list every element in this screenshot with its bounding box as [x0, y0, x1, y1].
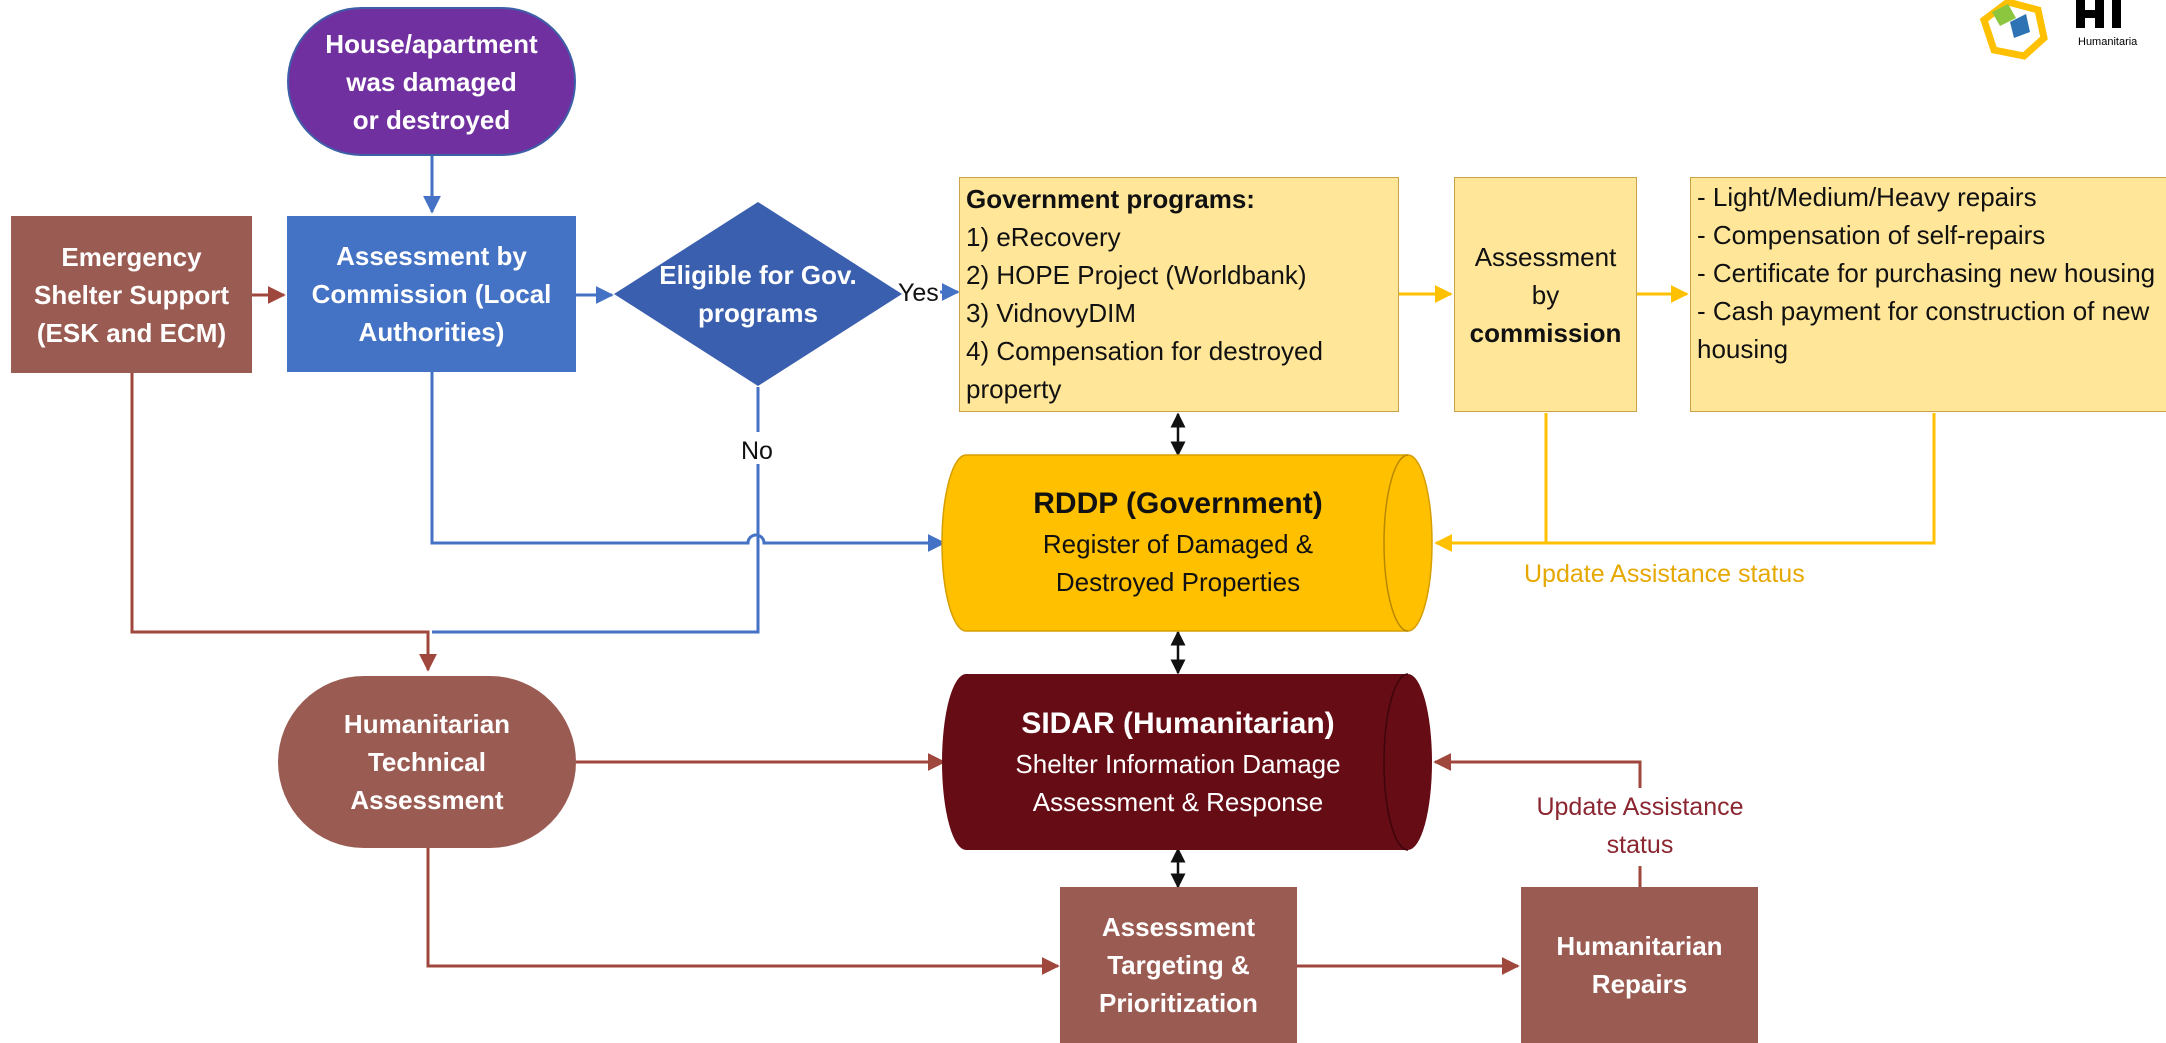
- logo-caption: Humanitaria: [2078, 36, 2138, 48]
- rddp-cylinder: [941, 454, 1433, 632]
- start-node-label: House/apartment was damaged or destroyed: [325, 28, 538, 135]
- gov-program-item: 4) Compensation for destroyed property: [966, 336, 1323, 404]
- no-label: No: [741, 437, 773, 465]
- update-gov-label: Update Assistance status: [1524, 560, 1805, 588]
- eligible-diamond: [614, 202, 902, 386]
- sidar-text: SIDAR (Humanitarian) Shelter Information…: [960, 692, 1396, 832]
- gov-program-item: 3) VidnovyDIM: [966, 298, 1137, 328]
- assessment-commission-line3: commission: [1469, 317, 1622, 348]
- edge-repairs-update: [1435, 762, 1642, 887]
- outcome-item: - Compensation of self-repairs: [1697, 220, 2046, 250]
- eligible-label: Eligible for Gov. programs: [659, 260, 857, 328]
- assessment-commission-line2: by: [1531, 279, 1560, 310]
- sidar-subtitle: Shelter Information Damage Assessment & …: [1015, 749, 1341, 817]
- hexagon-logo-icon: [1979, 0, 2048, 60]
- update-hum-label: Update Assistance status: [1536, 793, 1744, 859]
- rddp-text: RDDP (Government) Register of Damaged & …: [960, 472, 1396, 612]
- eligible-label-wrap: Eligible for Gov. programs: [644, 256, 872, 332]
- atp-box-label: Assessment Targeting & Prioritization: [1099, 912, 1258, 1018]
- gov-program-item: 1) eRecovery: [966, 222, 1121, 252]
- yes-label: Yes: [898, 279, 939, 307]
- atp-box: Assessment Targeting & Prioritization: [1060, 887, 1297, 1043]
- gov-program-item: 2) HOPE Project (Worldbank): [966, 260, 1307, 290]
- outcomes-box: - Light/Medium/Heavy repairs - Compensat…: [1690, 177, 2166, 412]
- assessment-commission-box: Assessment by commission: [1454, 177, 1637, 412]
- gov-programs-box: Government programs: 1) eRecovery 2) HOP…: [959, 177, 1399, 412]
- hta-node-label: Humanitarian Technical Assessment: [343, 709, 511, 815]
- repairs-box-label: Humanitarian Repairs: [1556, 931, 1723, 999]
- logo-letters-icon: [2076, 0, 2121, 28]
- hta-node: Humanitarian Technical Assessment: [278, 676, 576, 848]
- edge-ess-to-hta: [130, 373, 437, 672]
- assessment-commission-line1: Assessment: [1474, 241, 1617, 272]
- commission-box-label: Assessment by Commission (Local Authorit…: [311, 241, 552, 347]
- ess-box: Emergency Shelter Support (ESK and ECM): [11, 216, 252, 373]
- edge-hta-to-atp: [426, 848, 1060, 975]
- outcome-item: - Light/Medium/Heavy repairs: [1697, 182, 2037, 212]
- edge-commission-to-rddp: [430, 372, 946, 552]
- logo: Humanitaria: [1964, 0, 2166, 62]
- rddp-subtitle: Register of Damaged & Destroyed Properti…: [1042, 529, 1314, 597]
- rddp-title: RDDP (Government): [1033, 487, 1323, 520]
- sidar-cylinder: [942, 673, 1432, 851]
- ess-box-label: Emergency Shelter Support (ESK and ECM): [33, 241, 229, 348]
- start-node: House/apartment was damaged or destroyed: [287, 7, 576, 156]
- edge-eligible-no: [432, 387, 760, 634]
- sidar-title: SIDAR (Humanitarian): [1021, 707, 1335, 740]
- gov-programs-title: Government programs:: [966, 184, 1255, 214]
- commission-box: Assessment by Commission (Local Authorit…: [287, 216, 576, 372]
- outcome-item: - Cash payment for construction of new h…: [1697, 296, 2150, 364]
- edge-gov-update: [1436, 413, 1936, 543]
- repairs-box: Humanitarian Repairs: [1521, 887, 1758, 1043]
- outcome-item: - Certificate for purchasing new housing: [1697, 258, 2156, 288]
